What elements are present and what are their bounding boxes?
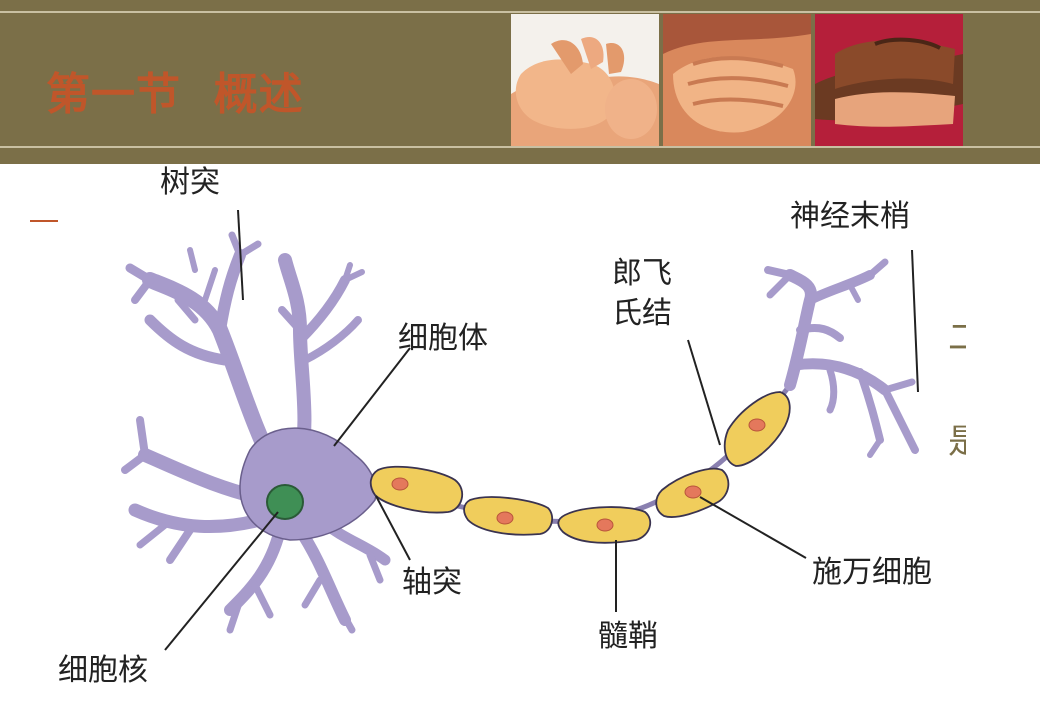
myelin-nuclei — [391, 418, 766, 532]
myelin-segment-1 — [369, 465, 464, 514]
banner-rule-bottom — [0, 146, 1040, 148]
leader-cell-body — [333, 347, 411, 447]
label-cell-body: 细胞体 — [398, 321, 488, 356]
label-node-of-ranvier-line2: 氏结 — [612, 296, 672, 331]
hands-photo-2 — [663, 14, 811, 146]
cell-nucleus — [266, 484, 304, 520]
leader-node-of-ranvier — [687, 339, 721, 446]
leader-nucleus — [164, 511, 279, 651]
dendrites — [121, 231, 391, 634]
myelin-segments — [369, 391, 791, 544]
label-cell-nucleus: 细胞核 — [58, 653, 148, 688]
leader-nerve-ending — [911, 249, 919, 393]
leader-axon — [375, 495, 411, 561]
label-dendrite: 树突 — [160, 165, 220, 200]
bullet-dash — [30, 220, 58, 222]
hands-photo-1 — [511, 14, 659, 146]
label-axon: 轴突 — [402, 565, 462, 600]
label-schwann-cell: 施万细胞 — [812, 555, 932, 590]
leader-dendrite — [237, 209, 244, 301]
banner-rule-top — [0, 11, 1040, 13]
slide-title: 第一节 概述 — [46, 69, 304, 120]
leader-schwann-cell — [699, 496, 807, 559]
label-node-of-ranvier-line1: 郎飞 — [612, 256, 672, 291]
cell-body — [239, 427, 377, 541]
hands-photo-3 — [815, 14, 963, 146]
right-edge-text-1: 二 — [948, 318, 966, 358]
label-myelin-sheath: 髓鞘 — [598, 619, 658, 654]
label-nerve-ending: 神经末梢 — [790, 199, 910, 234]
nerve-terminals — [764, 258, 919, 458]
right-edge-text-2: 是 — [948, 422, 966, 462]
